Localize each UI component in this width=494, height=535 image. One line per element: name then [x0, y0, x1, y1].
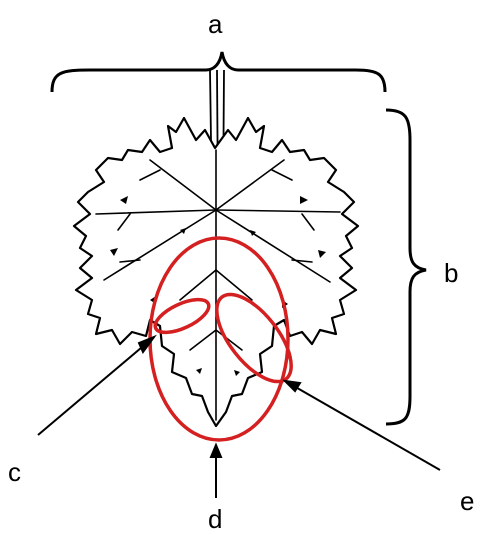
bracket-a	[52, 52, 385, 92]
bracket-b	[386, 110, 426, 424]
label-e: e	[460, 486, 474, 516]
arrowhead-d	[211, 445, 221, 457]
label-a: a	[208, 9, 223, 39]
label-d: d	[208, 504, 222, 534]
label-b: b	[444, 258, 458, 288]
arrow-c	[38, 342, 148, 435]
label-c: c	[8, 457, 21, 487]
arrowhead-e	[285, 381, 300, 391]
arrow-e	[292, 385, 440, 470]
